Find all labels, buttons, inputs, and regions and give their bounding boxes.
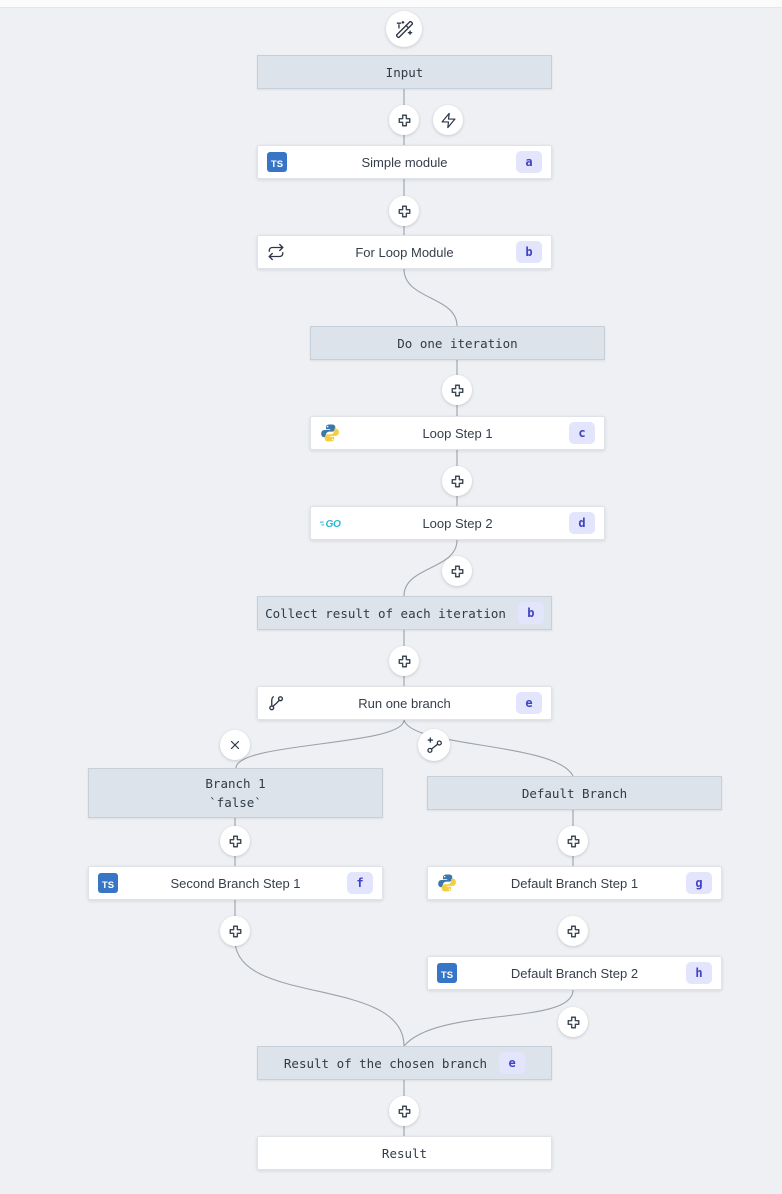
plus-icon	[396, 112, 413, 129]
step-id-badge: f	[347, 872, 373, 894]
node-label: Collect result of each iteration	[265, 605, 506, 621]
insert-step-button[interactable]	[442, 466, 472, 496]
step-id-badge: d	[569, 512, 595, 534]
node-collect-result[interactable]: Collect result of each iteration b	[257, 596, 552, 630]
node-label: Do one iteration	[397, 335, 518, 351]
svg-text:GO: GO	[326, 519, 341, 530]
node-loop-step-1[interactable]: Loop Step 1 c	[310, 416, 605, 450]
step-id-badge: h	[686, 962, 712, 984]
python-icon	[320, 423, 346, 443]
node-label: Loop Step 2	[422, 515, 493, 531]
plus-icon	[449, 563, 466, 580]
step-id-badge: a	[516, 151, 542, 173]
insert-step-button[interactable]	[389, 646, 419, 676]
plus-icon	[449, 473, 466, 490]
typescript-icon: TS	[98, 873, 124, 893]
node-branch-1[interactable]: Branch 1 `false`	[88, 768, 383, 818]
insert-step-button[interactable]	[558, 916, 588, 946]
go-icon: GO	[320, 517, 346, 530]
typescript-icon: TS	[437, 963, 463, 983]
flow-ai-wand-button[interactable]	[386, 11, 422, 47]
step-id-badge: b	[516, 241, 542, 263]
node-default-branch-step-1[interactable]: Default Branch Step 1 g	[427, 866, 722, 900]
insert-step-button[interactable]	[220, 826, 250, 856]
node-label: Result of the chosen branch	[283, 1055, 488, 1071]
plus-icon	[396, 203, 413, 220]
branch-predicate: `false`	[209, 795, 262, 810]
node-result[interactable]: Result	[257, 1136, 552, 1170]
node-label: Second Branch Step 1	[170, 875, 301, 891]
python-icon	[437, 873, 463, 893]
node-default-branch-step-2[interactable]: TS Default Branch Step 2 h	[427, 956, 722, 990]
node-result-label: Result	[381, 1145, 428, 1161]
step-id-badge: c	[569, 422, 595, 444]
node-result-of-chosen-branch[interactable]: Result of the chosen branch e	[257, 1046, 552, 1080]
node-label: Simple module	[361, 154, 448, 170]
zap-icon	[440, 112, 457, 129]
insert-step-button[interactable]	[558, 826, 588, 856]
step-id-badge: b	[517, 602, 544, 624]
top-border-bar	[0, 0, 782, 8]
add-branch-button[interactable]	[418, 729, 450, 761]
insert-step-button[interactable]	[389, 105, 419, 135]
typescript-icon: TS	[267, 152, 293, 172]
git-branch-plus-icon	[425, 736, 443, 754]
plus-icon	[227, 923, 244, 940]
node-second-branch-step-1[interactable]: TS Second Branch Step 1 f	[88, 866, 383, 900]
delete-branch-button[interactable]	[220, 730, 250, 760]
plus-icon	[449, 382, 466, 399]
node-label: Loop Step 1	[422, 425, 493, 441]
plus-icon	[565, 833, 582, 850]
node-label: Default Branch Step 1	[510, 875, 639, 891]
branch-label: Default Branch	[521, 785, 628, 801]
insert-step-button[interactable]	[442, 375, 472, 405]
insert-step-button[interactable]	[389, 1096, 419, 1126]
repeat-icon	[267, 243, 293, 261]
x-icon	[228, 738, 242, 752]
branch-label: Branch 1	[205, 775, 266, 791]
insert-step-button[interactable]	[389, 196, 419, 226]
node-simple-module[interactable]: TS Simple module a	[257, 145, 552, 179]
node-label: Default Branch Step 2	[510, 965, 639, 981]
node-loop-step-2[interactable]: GO Loop Step 2 d	[310, 506, 605, 540]
insert-step-button[interactable]	[220, 916, 250, 946]
plus-icon	[227, 833, 244, 850]
insert-step-button[interactable]	[558, 1007, 588, 1037]
plus-icon	[396, 653, 413, 670]
step-id-badge: e	[516, 692, 542, 714]
step-id-badge: g	[686, 872, 712, 894]
insert-step-button[interactable]	[442, 556, 472, 586]
node-default-branch[interactable]: Default Branch	[427, 776, 722, 810]
wand-sparkles-icon	[395, 20, 414, 39]
node-input[interactable]: Input	[257, 55, 552, 89]
node-run-one-branch[interactable]: Run one branch e	[257, 686, 552, 720]
trigger-button[interactable]	[433, 105, 463, 135]
plus-icon	[396, 1103, 413, 1120]
node-label: Run one branch	[358, 695, 451, 711]
branch-split-icon	[267, 694, 293, 713]
node-label: For Loop Module	[355, 244, 454, 260]
step-id-badge: e	[499, 1052, 526, 1074]
node-for-loop-module[interactable]: For Loop Module b	[257, 235, 552, 269]
plus-icon	[565, 923, 582, 940]
node-input-label: Input	[385, 64, 424, 80]
plus-icon	[565, 1014, 582, 1031]
node-do-one-iteration[interactable]: Do one iteration	[310, 326, 605, 360]
